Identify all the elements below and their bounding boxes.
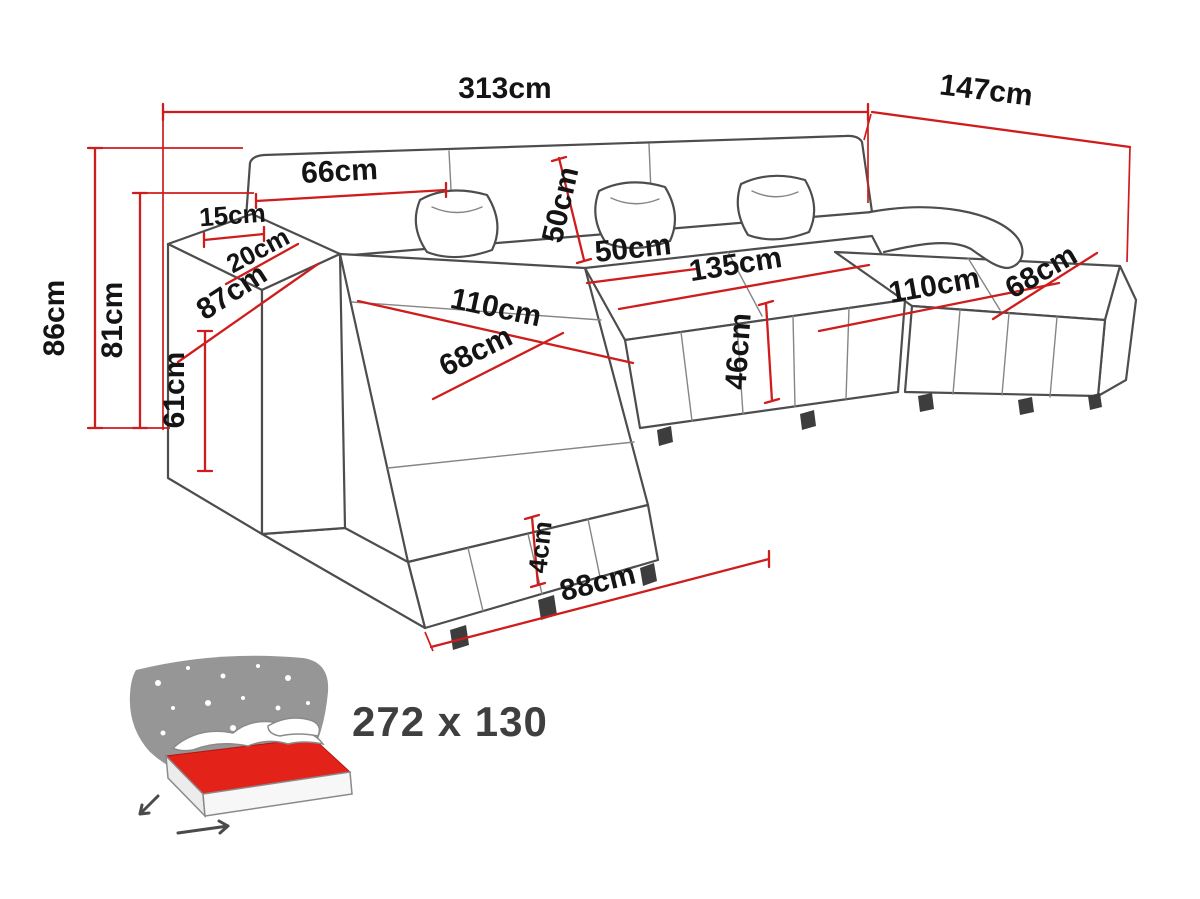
dim-line bbox=[550, 155, 593, 265]
center-seat-front bbox=[623, 298, 907, 430]
left-chaise-stitching bbox=[351, 301, 635, 612]
dim-back-cushion-width: 66cm bbox=[254, 153, 448, 210]
dim-line bbox=[161, 102, 870, 122]
star-icon bbox=[171, 706, 175, 710]
leg bbox=[640, 563, 657, 586]
dim-extension bbox=[424, 631, 434, 652]
star-icon bbox=[186, 666, 190, 670]
bed-pillow bbox=[267, 717, 321, 737]
dim-line bbox=[817, 281, 1061, 333]
dim-line bbox=[523, 513, 547, 589]
dim-right-chaise-length: 110cm bbox=[817, 261, 1061, 333]
dim-seat-height: 46cm bbox=[719, 299, 781, 405]
dim-backrest-total-height: 81cm bbox=[96, 191, 254, 430]
dim-label-total-depth: 147cm bbox=[938, 69, 1035, 113]
dim-label-back-cushion-width: 66cm bbox=[300, 153, 378, 190]
star-icon bbox=[205, 700, 211, 706]
arrow-left-icon bbox=[138, 794, 160, 816]
dim-label-backrest-total-height: 81cm bbox=[96, 282, 129, 359]
dim-line bbox=[356, 299, 635, 365]
dim-line bbox=[196, 329, 214, 473]
dim-line bbox=[224, 242, 300, 286]
dim-label-total-height: 86cm bbox=[38, 280, 71, 357]
star-icon bbox=[275, 705, 281, 711]
star-icon bbox=[220, 673, 226, 679]
dim-line bbox=[202, 225, 266, 249]
dim-label-seat-height: 46cm bbox=[719, 312, 757, 391]
leg bbox=[800, 410, 816, 430]
right-chaise-end bbox=[1096, 264, 1138, 398]
bed-size-label: 272 x 130 bbox=[352, 698, 548, 745]
dim-line bbox=[757, 299, 781, 405]
dim-line bbox=[617, 263, 871, 311]
left-chaise-side bbox=[260, 526, 427, 630]
leg bbox=[450, 625, 469, 650]
star-icon bbox=[160, 730, 166, 736]
dim-label-armrest-top-width: 15cm bbox=[198, 198, 266, 233]
star-icon bbox=[241, 696, 245, 700]
pillow-crease bbox=[751, 190, 799, 198]
dim-label-total-width: 313cm bbox=[458, 72, 551, 105]
unfold-arrows bbox=[138, 794, 230, 835]
dim-total-height: 86cm bbox=[38, 146, 243, 430]
dim-leg-height: 4cm bbox=[522, 513, 558, 589]
backrest bbox=[243, 134, 874, 258]
dim-line bbox=[254, 181, 448, 210]
dim-armrest-top-width: 15cm bbox=[198, 198, 267, 249]
dim-line bbox=[131, 191, 149, 430]
star-icon bbox=[155, 680, 161, 686]
bed-base-front bbox=[202, 771, 353, 817]
star-icon bbox=[230, 725, 236, 731]
dim-line bbox=[870, 110, 1132, 149]
arrow-right-icon bbox=[176, 819, 230, 835]
dim-line bbox=[431, 331, 565, 401]
dim-line bbox=[991, 251, 1099, 321]
center-seat-stitching bbox=[680, 251, 850, 422]
leg bbox=[1018, 397, 1034, 415]
dim-seat-depth: 50cm bbox=[585, 228, 698, 285]
dim-extension bbox=[863, 113, 1131, 263]
leg bbox=[657, 426, 673, 446]
sofa-drawing bbox=[166, 134, 1138, 650]
sofa-bed-icon bbox=[129, 655, 353, 835]
pillow-icon bbox=[414, 189, 499, 259]
pillow-crease bbox=[610, 197, 660, 205]
dim-line bbox=[176, 262, 320, 364]
pillow-crease bbox=[431, 206, 483, 214]
leg bbox=[918, 393, 934, 412]
dim-label-seat-depth: 50cm bbox=[593, 228, 673, 269]
pillow-icon bbox=[594, 181, 677, 250]
dim-armrest-height: 61cm bbox=[158, 329, 214, 473]
left-armrest-inner bbox=[260, 252, 347, 536]
right-chaise-stitching bbox=[952, 257, 1058, 398]
dim-label-leg-height: 4cm bbox=[522, 520, 557, 575]
star-icon bbox=[306, 701, 310, 705]
star-icon bbox=[256, 664, 260, 668]
dim-label-armrest-height: 61cm bbox=[158, 352, 191, 429]
dim-extension bbox=[162, 118, 869, 430]
star-icon bbox=[285, 675, 291, 681]
dim-line bbox=[429, 549, 771, 649]
leg bbox=[538, 595, 557, 620]
dim-line bbox=[585, 267, 698, 285]
pillow-icon bbox=[736, 174, 816, 241]
leg bbox=[1088, 393, 1102, 410]
dim-total-width: 313cm bbox=[161, 72, 870, 430]
sofa-legs bbox=[450, 393, 1102, 650]
right-armrest bbox=[868, 206, 1024, 270]
right-chaise-front bbox=[903, 304, 1107, 398]
